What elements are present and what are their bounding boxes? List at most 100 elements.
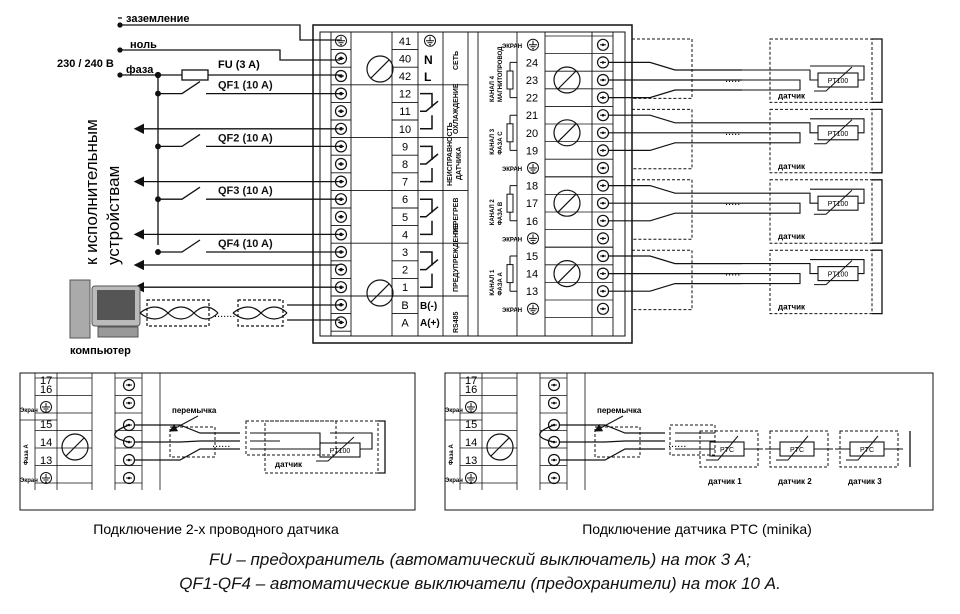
ground-icon xyxy=(529,40,537,50)
terminal-number: 12 xyxy=(399,89,411,101)
breaker-label: QF4 (10 A) xyxy=(218,238,273,250)
terminal-2 xyxy=(334,263,348,276)
sensor-type-label: PTC xyxy=(790,447,804,454)
ground-icon xyxy=(467,403,475,412)
channel-screw xyxy=(596,302,610,315)
channel-sublabel: ФАЗА С xyxy=(498,131,504,155)
caption-2wire: Подключение 2-х проводного датчика xyxy=(93,521,339,537)
terminal-number: 2 xyxy=(402,265,408,277)
sensor-type-label: PT100 xyxy=(828,272,849,279)
terminal-number: B xyxy=(401,300,408,312)
inset-terminal-number: 14 xyxy=(465,437,477,449)
channel-label: КАНАЛ 3 xyxy=(490,128,496,155)
sensor-type-label: PTC xyxy=(860,447,874,454)
svg-text:.......: ....... xyxy=(214,308,235,320)
channel-terminal-number: 24 xyxy=(526,57,538,69)
terminal-number: 7 xyxy=(402,177,408,189)
svg-text:.....: ..... xyxy=(725,126,740,138)
device-housing xyxy=(312,24,633,344)
inset-phase-label: Фаза А xyxy=(24,444,30,465)
terminal-grid xyxy=(330,31,469,336)
inset-terminal-number: 15 xyxy=(465,419,477,431)
inset-phase-label: Фаза А xyxy=(449,444,455,465)
terminal-number: 40 xyxy=(399,53,411,65)
ground-icon xyxy=(529,164,537,173)
overheat-group-label: ПЕРЕГРЕВ xyxy=(453,198,460,235)
terminal-number: 10 xyxy=(399,124,411,136)
inset-screw xyxy=(547,471,561,485)
inset-terminal-number: 13 xyxy=(465,455,477,467)
relay-contact xyxy=(420,251,439,288)
channel-label: КАНАЛ 2 xyxy=(490,199,496,226)
inset-terminal-number: 14 xyxy=(40,437,52,449)
inset-terminal-number: 16 xyxy=(465,384,477,396)
relay-contact xyxy=(420,92,439,130)
fault-group-label-1: НЕИСПРАВНОСТЬ xyxy=(447,122,454,186)
channel-sublabel: ФАЗА А xyxy=(498,272,504,296)
channel-label: КАНАЛ 1 xyxy=(490,269,496,296)
footnote-qf: QF1-QF4 – автоматические выключатели (пр… xyxy=(179,574,781,593)
terminal-number: 3 xyxy=(402,247,408,259)
channel-terminal-number: 13 xyxy=(526,286,538,298)
svg-text:.....: ..... xyxy=(725,196,740,208)
actuators-label-2: устройствам xyxy=(104,166,123,265)
phase-label: фаза xyxy=(126,64,154,76)
inset-screw xyxy=(547,396,561,410)
footnote-fu: FU – предохранитель (автоматический выкл… xyxy=(209,550,751,569)
screen-label: ЭКРАН xyxy=(502,308,522,314)
channel-terminal-number: 19 xyxy=(526,145,538,157)
sensor-type-label: PT100 xyxy=(828,131,849,138)
inset-terminal-number: 17 xyxy=(465,375,477,387)
letter-b: B(-) xyxy=(420,301,437,312)
svg-text:......: ...... xyxy=(212,438,230,450)
sensor-element xyxy=(319,442,361,458)
terminal-number: 1 xyxy=(402,282,408,294)
breaker-label: QF3 (10 A) xyxy=(218,185,273,197)
letter-a: A(+) xyxy=(420,318,440,329)
computer-label: компьютер xyxy=(70,345,131,357)
screen-label: ЭКРАН xyxy=(502,237,522,243)
breakers: QF1 (10 A)QF2 (10 A)QF3 (10 A)QF4 (10 A) xyxy=(133,80,340,293)
voltage-label: 230 / 240 В xyxy=(57,58,114,70)
breaker-label: QF1 (10 A) xyxy=(218,80,273,92)
ground-icon xyxy=(426,36,434,46)
sensor-label: датчик xyxy=(778,232,806,241)
computer-icon xyxy=(69,279,141,339)
ptc-sensor-label: датчик 1 xyxy=(708,477,742,486)
channel-sublabel: МАГНИТОПРОВОД xyxy=(498,46,504,102)
fault-group-label-2: ДАТЧИКА xyxy=(456,147,463,180)
terminal-11 xyxy=(334,105,348,118)
inset-screen-label: Экран xyxy=(20,408,38,414)
sensor-label: датчик xyxy=(778,91,806,100)
rs485-label: RS485 xyxy=(453,311,460,333)
sensor-element xyxy=(817,125,859,141)
terminal-number: 6 xyxy=(402,194,408,206)
inset-terminal-number: 13 xyxy=(40,455,52,467)
inset-terminal-number: 15 xyxy=(40,419,52,431)
left-knobs xyxy=(366,55,394,307)
caption-ptc: Подключение датчика PTC (minika) xyxy=(582,521,812,537)
channel-terminal-number: 23 xyxy=(526,75,538,87)
inset-terminal-number: 17 xyxy=(40,375,52,387)
terminal-number: 41 xyxy=(399,36,411,48)
sensor-label: датчик xyxy=(778,162,806,171)
ground-icon xyxy=(337,36,345,46)
ground-label: заземление xyxy=(126,13,190,25)
inset-screen-label: Экран xyxy=(20,478,38,484)
inset-screw xyxy=(122,396,136,410)
terminal-8 xyxy=(334,157,348,171)
inset-terminal-number: 16 xyxy=(40,384,52,396)
terminal-A xyxy=(334,316,348,329)
sensor-element xyxy=(817,195,859,211)
ptc-sensor-label: датчик 2 xyxy=(778,477,812,486)
channel-terminal-number: 14 xyxy=(526,269,538,281)
channel-label: КАНАЛ 4 xyxy=(490,75,496,102)
channel-terminal-number: 17 xyxy=(526,198,538,210)
screen-label: ЭКРАН xyxy=(502,44,522,50)
actuators-label-1: к исполнительным xyxy=(82,119,101,265)
net-group-label: СЕТЬ xyxy=(453,51,460,70)
cooling-group-label: ОХЛАЖДЕНИЕ xyxy=(453,83,460,134)
svg-text:.....: ..... xyxy=(725,267,740,279)
terminal-5 xyxy=(334,210,348,223)
terminal-42 xyxy=(334,69,348,83)
